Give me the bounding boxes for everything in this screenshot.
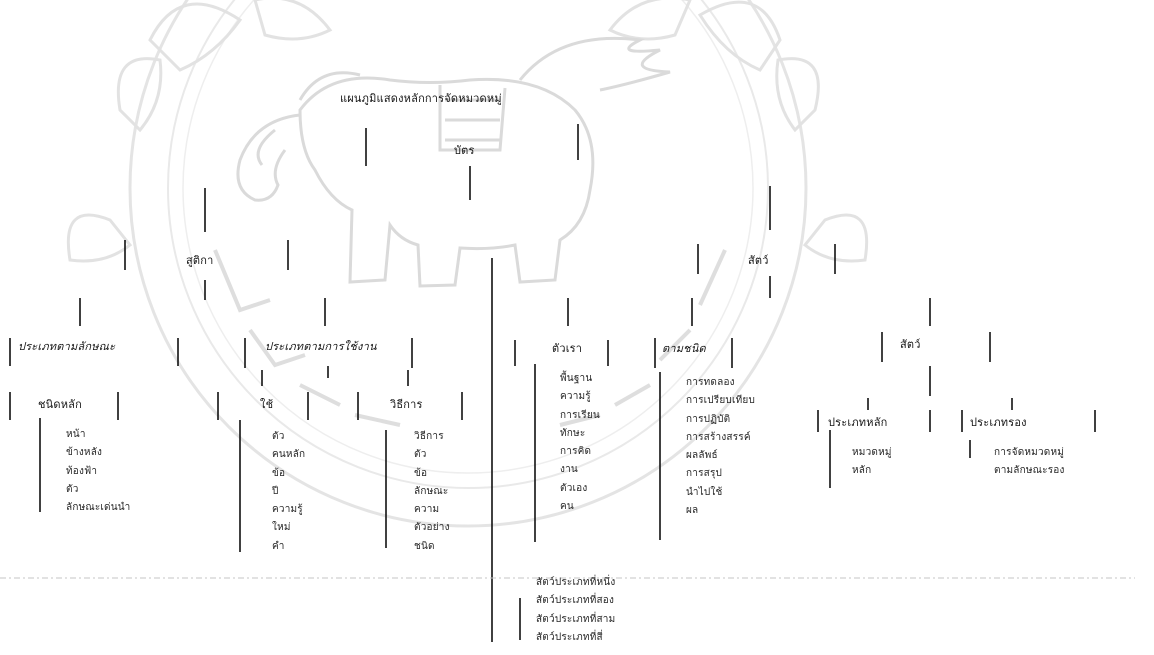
list-item: ผลลัพธ์ bbox=[686, 450, 718, 462]
subgroup-label: ชนิดหลัก bbox=[38, 398, 82, 411]
list-item: ตัวเอง bbox=[560, 482, 588, 494]
list-item: ตัว bbox=[66, 483, 79, 495]
list-item: ปี bbox=[272, 485, 279, 497]
list-item: ชนิด bbox=[414, 540, 435, 552]
subgroup-label: ประเภทหลัก bbox=[828, 416, 888, 429]
list-item: หน้า bbox=[66, 429, 86, 440]
elephant-emblem bbox=[236, 36, 671, 288]
list-item: ตัวอย่าง bbox=[414, 522, 450, 534]
list-item: หลัก bbox=[852, 465, 872, 477]
group-label: ประเภทตามการใช้งาน bbox=[265, 340, 377, 353]
list-item: สัตว์ประเภทที่สาม bbox=[536, 613, 616, 625]
list-item: งาน bbox=[560, 464, 578, 476]
list-item: ใหม่ bbox=[272, 522, 291, 534]
group-label: ตามชนิด bbox=[662, 342, 706, 355]
list-item: ลักษณะเด่นนำ bbox=[66, 502, 131, 514]
list-item: ข้อ bbox=[272, 467, 286, 479]
list-item: การคิด bbox=[560, 446, 592, 458]
leaf-list: การจัดหมวดหมู่ ตามลักษณะรอง bbox=[994, 444, 1065, 481]
list-item: ความ bbox=[414, 504, 440, 516]
leaf-list: วิธีการ ตัว ข้อ ลักษณะ ความ ตัวอย่าง ชนิ… bbox=[414, 428, 450, 556]
list-item: คนหลัก bbox=[272, 449, 306, 461]
list-item: ตามลักษณะรอง bbox=[994, 465, 1065, 477]
list-item: ท้องฟ้า bbox=[66, 465, 98, 477]
leaf-list: การทดลอง การเปรียบเทียบ การปฏิบัติ การสร… bbox=[686, 374, 755, 520]
list-item: นำไปใช้ bbox=[686, 486, 723, 498]
list-item: สัตว์ประเภทที่หนึ่ง bbox=[536, 577, 616, 588]
list-item: ความรู้ bbox=[560, 391, 591, 403]
list-item: ทักษะ bbox=[560, 427, 586, 439]
group-label: ตัวเรา bbox=[552, 342, 583, 355]
list-item: สัตว์ประเภทที่สี่ bbox=[536, 631, 603, 643]
list-item: ความรู้ bbox=[272, 504, 303, 516]
list-item: การเปรียบเทียบ bbox=[686, 395, 756, 407]
list-item: ตัว bbox=[272, 431, 285, 442]
subgroup-label: วิธีการ bbox=[390, 398, 423, 411]
subgroup-label: ใช้ bbox=[260, 398, 274, 411]
list-item: ลักษณะ bbox=[414, 485, 449, 497]
list-item: การจัดหมวดหมู่ bbox=[994, 447, 1065, 458]
root-node: บัตร bbox=[454, 144, 475, 157]
branch-right-label: สัตว์ bbox=[748, 254, 769, 267]
group-label: ประเภทตามลักษณะ bbox=[18, 340, 116, 353]
list-item: วิธีการ bbox=[414, 431, 444, 442]
list-item: สัตว์ประเภทที่สอง bbox=[536, 595, 615, 607]
subgroup-label: ประเภทรอง bbox=[970, 416, 1027, 429]
list-item: คน bbox=[560, 501, 574, 513]
list-item: การเรียน bbox=[560, 409, 600, 421]
list-item: ข้างหลัง bbox=[66, 447, 103, 459]
chart-title: แผนภูมิแสดงหลักการจัดหมวดหมู่ bbox=[340, 92, 502, 105]
group-label: สัตว์ bbox=[900, 338, 921, 351]
list-item: คำ bbox=[272, 540, 285, 552]
list-item: ผล bbox=[686, 505, 699, 517]
leaf-list: หมวดหมู่ หลัก bbox=[852, 444, 892, 481]
bottom-list: สัตว์ประเภทที่หนึ่ง สัตว์ประเภทที่สอง สั… bbox=[536, 574, 615, 647]
list-item: การสร้างสรรค์ bbox=[686, 431, 751, 443]
list-item: การทดลอง bbox=[686, 377, 735, 388]
list-item: การสรุป bbox=[686, 468, 723, 480]
leaf-list: หน้า ข้างหลัง ท้องฟ้า ตัว ลักษณะเด่นนำ bbox=[66, 426, 130, 517]
list-item: ตัว bbox=[414, 449, 427, 461]
leaf-list: พื้นฐาน ความรู้ การเรียน ทักษะ การคิด งา… bbox=[560, 370, 600, 516]
list-item: หมวดหมู่ bbox=[852, 447, 892, 458]
list-item: พื้นฐาน bbox=[560, 373, 593, 384]
list-item: ข้อ bbox=[414, 467, 428, 479]
list-item: การปฏิบัติ bbox=[686, 413, 731, 425]
leaf-list: ตัว คนหลัก ข้อ ปี ความรู้ ใหม่ คำ bbox=[272, 428, 305, 556]
branch-left-label: สูติกา bbox=[186, 254, 214, 267]
